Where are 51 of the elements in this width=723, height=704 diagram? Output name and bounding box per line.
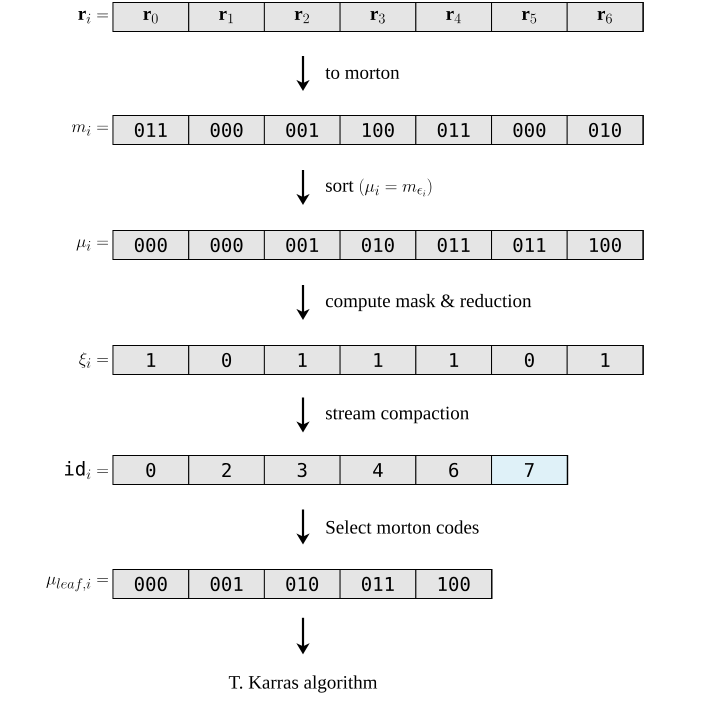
array-cell: 1: [415, 345, 492, 375]
array-cell: 011: [415, 115, 492, 145]
array-cell: 011: [340, 569, 416, 599]
array-cell: 000: [188, 230, 265, 260]
array-cell: 7: [491, 455, 568, 485]
array-cell: 100: [566, 230, 644, 260]
array-cell: $\mathbf{r}_2$: [264, 2, 341, 32]
array-cell: $\mathbf{r}_5$: [491, 2, 568, 32]
array-cell: 0: [491, 345, 568, 375]
array-cell: 0: [112, 455, 190, 485]
array-cell: 010: [340, 230, 416, 260]
result-text: T. Karras algorithm: [228, 675, 378, 693]
array-cell: 4: [340, 455, 416, 485]
array-cell: $\mathbf{r}_4$: [415, 2, 492, 32]
node-label: $\mu_i =$: [76, 239, 108, 251]
array-cell: 6: [415, 455, 492, 485]
edge-label: compute mask & reduction: [324, 292, 532, 312]
array-cell: 010: [566, 115, 644, 145]
edge-label: $\mathrm{sort}\ (\mu_i = m_{\epsilon_i})$: [324, 178, 434, 198]
array-cell: 001: [264, 115, 341, 145]
array-cell: 1: [340, 345, 416, 375]
array-cell: 3: [264, 455, 341, 485]
array-cell: 011: [112, 115, 190, 145]
array-cell: 000: [188, 115, 265, 145]
node-label: $\mu_{leaf,i} =$: [46, 576, 108, 592]
node-label: $\texttt{id}_i =$: [65, 461, 108, 480]
edge-label: stream compaction: [324, 406, 470, 424]
array-cell: 000: [491, 115, 568, 145]
array-cell: $\mathbf{r}_6$: [566, 2, 644, 32]
array-cell: 010: [264, 569, 341, 599]
array-cell: 001: [188, 569, 265, 599]
node-label: $\xi_i =$: [79, 352, 108, 368]
edge-label: to morton: [324, 67, 401, 80]
array-cell: 001: [264, 230, 341, 260]
array-cell: 0: [188, 345, 265, 375]
array-cell: 1: [264, 345, 341, 375]
edge-label: Select morton codes: [324, 519, 480, 535]
array-cell: $\mathbf{r}_0$: [112, 2, 190, 32]
array-cell: 011: [415, 230, 492, 260]
array-cell: 000: [112, 569, 190, 599]
node-label: $\mathbf{r}_i =$: [78, 10, 108, 24]
array-cell: 100: [415, 569, 492, 599]
array-cell: $\mathbf{r}_3$: [340, 2, 416, 32]
array-cell: 2: [188, 455, 265, 485]
array-cell: 011: [491, 230, 568, 260]
node-label: $m_i =$: [72, 124, 108, 136]
array-cell: 1: [112, 345, 190, 375]
array-cell: $\mathbf{r}_1$: [188, 2, 265, 32]
array-cell: 1: [566, 345, 644, 375]
array-cell: 100: [340, 115, 416, 145]
array-cell: 000: [112, 230, 190, 260]
